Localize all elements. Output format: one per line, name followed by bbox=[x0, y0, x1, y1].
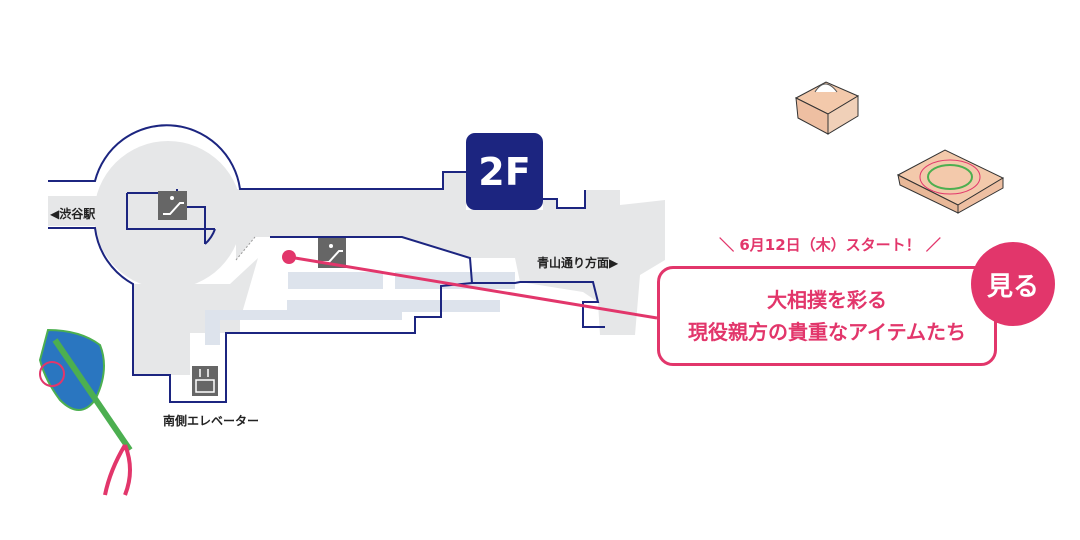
key-tassel-illustration bbox=[38, 328, 133, 496]
elevator-icon bbox=[192, 366, 218, 396]
tissue-box-illustration bbox=[794, 81, 860, 135]
map-outline bbox=[48, 124, 605, 403]
callout-line1: 大相撲を彩る bbox=[767, 288, 887, 312]
location-marker[interactable] bbox=[282, 250, 296, 264]
pointer-line bbox=[288, 255, 658, 320]
start-date-text: ＼ 6月12日（木）スタート！ ／ bbox=[719, 236, 941, 254]
escalator-icon bbox=[158, 191, 187, 220]
aoyama-direction-label[interactable]: 青山通り方面▶ bbox=[537, 256, 619, 270]
shibuya-station-label[interactable]: ◀渋谷駅 bbox=[50, 207, 96, 221]
callout-line2: 現役親方の貴重なアイテムたち bbox=[688, 320, 966, 344]
dohyo-illustration bbox=[896, 149, 1005, 214]
exhibit-callout[interactable]: 大相撲を彩る 現役親方の貴重なアイテムたち bbox=[657, 266, 997, 366]
floor-badge: 2F bbox=[466, 133, 543, 210]
south-elevator-label: 南側エレベーター bbox=[163, 414, 260, 428]
shaded-area bbox=[205, 272, 515, 345]
see-button[interactable]: 見る bbox=[971, 242, 1055, 326]
